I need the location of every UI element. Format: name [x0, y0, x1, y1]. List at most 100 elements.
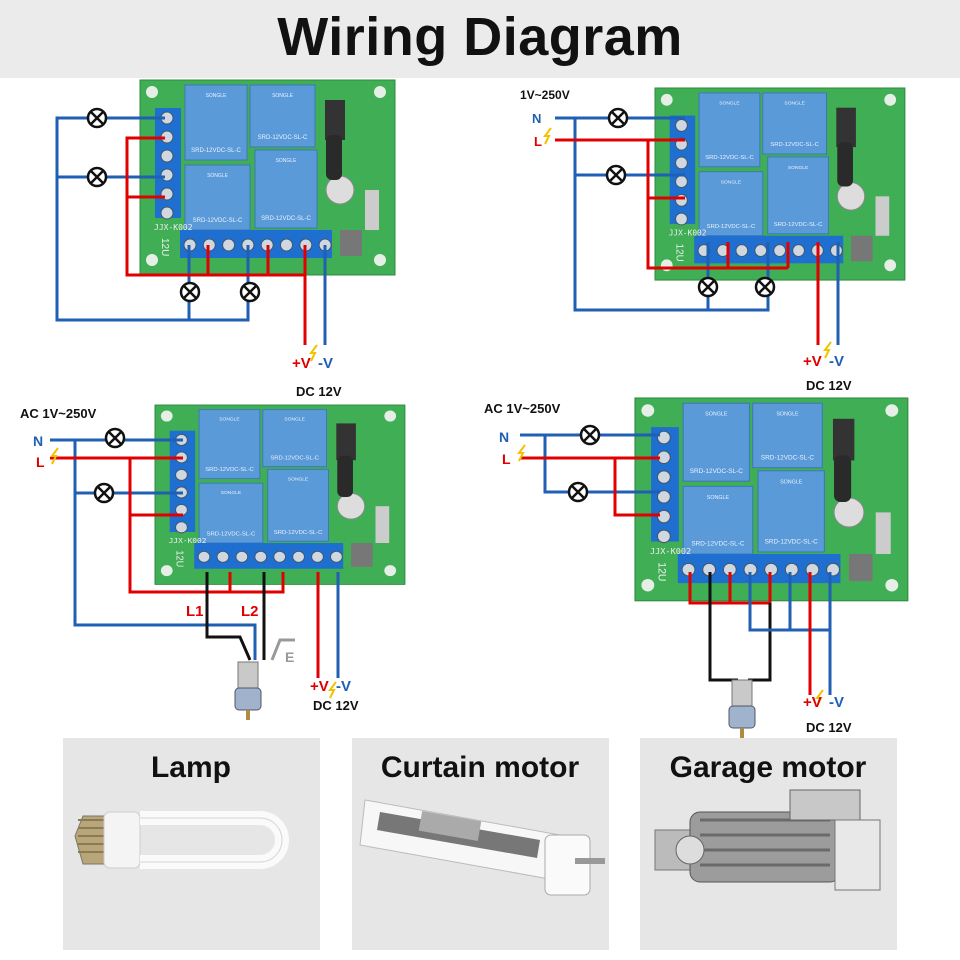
- board-model-text: JJX-K002: [650, 546, 691, 556]
- lamp-cross: [701, 280, 715, 294]
- page-title: Wiring Diagram: [277, 7, 683, 67]
- lightning-icon: [543, 127, 552, 145]
- lamp-cross: [758, 280, 772, 294]
- terminal-screw: [805, 562, 820, 577]
- relay-model-text: SRD-12VDC-SL-C: [193, 218, 243, 224]
- relay-model-text: SRD-12VDC-SL-C: [258, 135, 308, 141]
- lamp-icon: [74, 811, 289, 869]
- board-model-text: JJX-K002: [154, 223, 193, 232]
- crystal: [365, 190, 379, 230]
- relay-brand-text: SONGLE: [284, 417, 304, 423]
- capacitor: [833, 497, 865, 528]
- lamp-symbol-icon: [567, 481, 589, 503]
- mounting-hole: [146, 254, 158, 266]
- ac-voltage-label: AC 1V~250V: [20, 406, 97, 421]
- l2-label: L2: [241, 603, 259, 620]
- lamp-symbol-icon: [86, 166, 108, 188]
- terminal-screw: [216, 550, 230, 563]
- motor-shaft: [246, 710, 250, 720]
- motor-wire: [708, 572, 738, 682]
- mounting-hole: [885, 404, 899, 417]
- relay: [698, 92, 761, 168]
- terminal-screw: [754, 244, 768, 257]
- relay-brand-text: SONGLE: [206, 93, 228, 99]
- dc-plus-label: +V: [803, 353, 822, 370]
- lamp-cross: [90, 111, 104, 125]
- live-label: L: [502, 451, 511, 467]
- garage-motor-icon: [654, 789, 881, 891]
- lamp-symbol-icon: [239, 281, 261, 303]
- relay-model-text: SRD-12VDC-SL-C: [274, 530, 323, 536]
- relay-model-text: SRD-12VDC-SL-C: [207, 532, 256, 538]
- curtain-motor-icon: [359, 799, 605, 896]
- dc-voltage-label: DC 12V: [296, 384, 342, 399]
- terminal-screw: [280, 238, 293, 252]
- lamp-symbol-icon: [754, 276, 776, 298]
- motor-gearbox: [728, 705, 756, 729]
- lamp-cross: [90, 170, 104, 184]
- terminal-screw: [675, 175, 688, 188]
- relay: [184, 84, 248, 161]
- dc-plus-label: +V: [310, 678, 329, 695]
- mounting-hole: [146, 86, 158, 98]
- left-terminal-block: [651, 427, 679, 542]
- mounting-hole: [884, 93, 897, 106]
- ic-chip: [836, 107, 856, 148]
- terminal-screw: [330, 550, 343, 563]
- ic-chip: [336, 423, 356, 461]
- terminal-screw: [675, 193, 688, 207]
- relay-model-text: SRD-12VDC-SL-C: [705, 155, 754, 161]
- left-terminal-block: [155, 108, 181, 218]
- neutral-label: N: [33, 433, 43, 449]
- relay: [752, 402, 823, 469]
- terminal-screw: [830, 244, 843, 257]
- lamp-cross: [97, 486, 111, 500]
- ac-voltage-label: 1V~250V: [520, 88, 570, 102]
- terminal-screw: [773, 244, 787, 257]
- terminal-screw: [222, 238, 236, 252]
- title-band: [0, 0, 960, 78]
- terminal-screw: [675, 156, 688, 170]
- dc-voltage-label: DC 12V: [313, 698, 359, 713]
- garage-motor-card-title: Garage motor: [670, 751, 867, 784]
- lightning-icon: [823, 341, 832, 359]
- mounting-hole: [884, 259, 897, 272]
- terminal-screw: [160, 206, 174, 220]
- terminal-screw: [311, 550, 324, 563]
- lamp-cross: [571, 485, 585, 499]
- antenna-coil: [834, 455, 852, 502]
- terminal-screw: [175, 521, 188, 534]
- mounting-hole: [384, 565, 397, 577]
- mounting-hole: [660, 93, 673, 106]
- relay-brand-text: SONGLE: [707, 495, 730, 501]
- relay-board: SRD-12VDC-SL-CSONGLESRD-12VDC-SL-CSONGLE…: [634, 397, 909, 602]
- relay-model-text: SRD-12VDC-SL-C: [270, 455, 319, 461]
- lightning-icon: [517, 444, 526, 462]
- lamp-symbol-icon: [605, 164, 627, 186]
- crystal: [375, 506, 390, 543]
- terminal-screw: [254, 550, 268, 563]
- motor-body: [237, 661, 259, 689]
- live-wire: [125, 136, 305, 277]
- neutral-label: N: [532, 111, 541, 126]
- panel-2-labels: 1V~250V N L +V -V DC 12V: [520, 88, 852, 393]
- capacitor: [336, 492, 366, 520]
- mounting-hole: [384, 410, 397, 422]
- terminal-screw: [792, 244, 805, 257]
- terminal-screw: [292, 550, 305, 563]
- lamp-symbol-icon: [93, 482, 115, 504]
- relay: [762, 92, 827, 155]
- dc-minus-label: -V: [336, 678, 351, 695]
- lamp-cross: [243, 285, 257, 299]
- mounting-hole: [160, 565, 173, 577]
- lamp-symbol-icon: [104, 427, 126, 449]
- relay-model-text: SRD-12VDC-SL-C: [770, 142, 819, 148]
- relay-brand-text: SONGLE: [276, 158, 298, 164]
- relay-model-text: SRD-12VDC-SL-C: [765, 539, 819, 546]
- neutral-wire: [748, 572, 830, 632]
- relay-model-text: SRD-12VDC-SL-C: [191, 148, 241, 154]
- live-wire: [613, 458, 660, 517]
- relay: [698, 171, 764, 237]
